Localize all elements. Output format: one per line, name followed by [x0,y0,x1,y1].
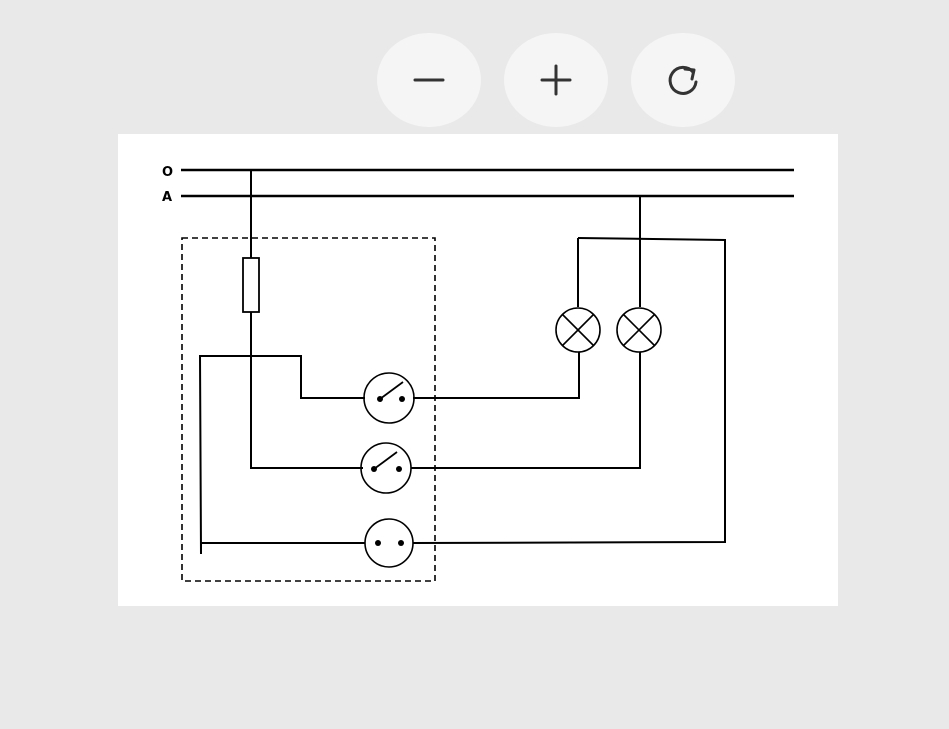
switch1-input-wire [198,355,365,555]
rotate-icon [668,65,698,95]
fuse-to-switch2-wire [250,312,363,469]
bus-label-phase: A [162,190,172,205]
wiring-diagram: O A [162,165,794,582]
reset-button[interactable] [631,33,735,127]
plus-icon [540,64,572,96]
switch-2 [360,442,412,494]
viewer-toolbar [0,0,949,130]
diagram-canvas: O A [118,134,838,606]
zoom-out-button[interactable] [377,33,481,127]
fuse [242,257,260,313]
switch1-to-lamp1-wire [413,352,580,399]
switch2-to-lamp2-wire [411,352,641,469]
lamp-2 [616,307,662,353]
socket-return-wire [412,237,726,544]
lamp-1 [555,307,601,353]
socket [364,518,414,568]
zoom-in-button[interactable] [504,33,608,127]
socket-left-wire [200,542,365,554]
bus-label-neutral: O [162,165,173,180]
switch-1 [363,372,415,424]
enclosure-box [181,237,436,582]
minus-icon [413,78,445,82]
